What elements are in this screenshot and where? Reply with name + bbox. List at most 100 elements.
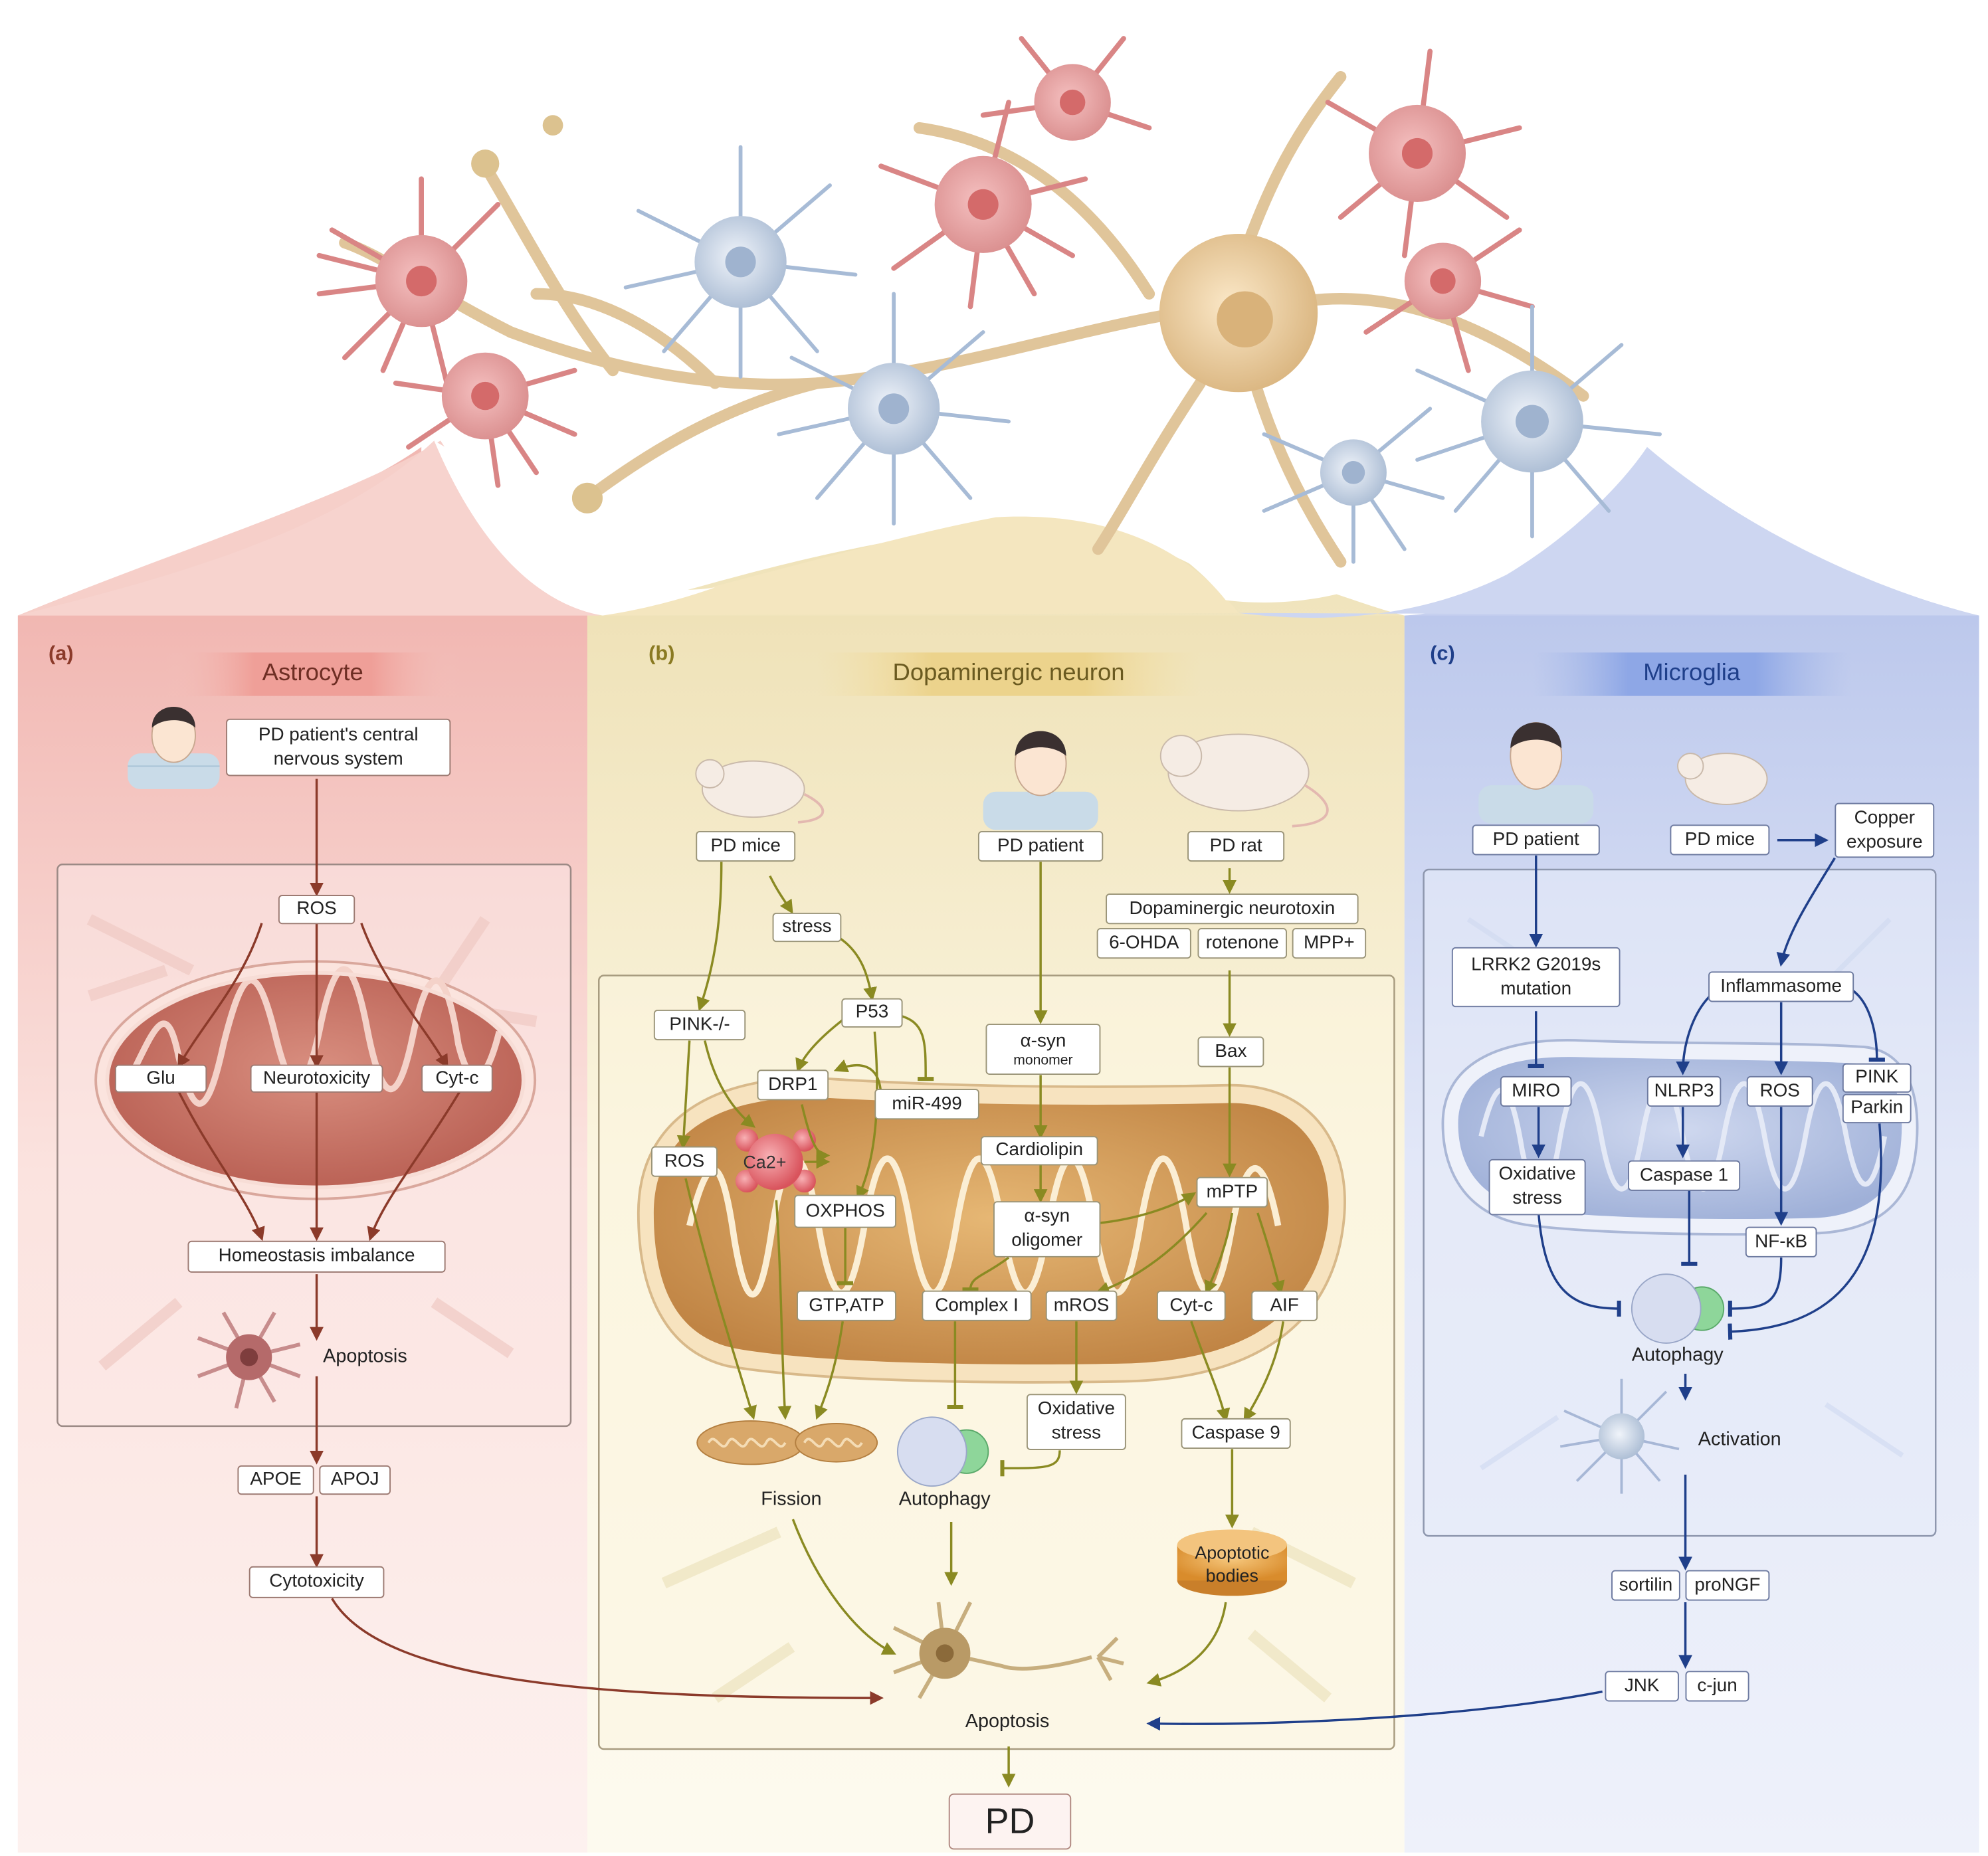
neuron-oxidative-stress-box: Oxidative stress [1026, 1394, 1126, 1450]
micro-oxidative-stress-box: Oxidative stress [1488, 1159, 1586, 1216]
neuron-asyn-oligomer-line1: α-syn [1024, 1206, 1070, 1227]
neuron-asyn-oligomer-box: α-syn oligomer [993, 1201, 1101, 1257]
patient-icon-astro [128, 706, 220, 789]
neuron-mros-box: mROS [1045, 1290, 1118, 1321]
micro-caspase1-box: Caspase 1 [1628, 1160, 1741, 1191]
neuron-pink-box: PINK-/- [653, 1009, 746, 1041]
astro-source-line2: nervous system [273, 749, 403, 769]
neuron-drp1-box: DRP1 [757, 1069, 829, 1101]
astro-neurotoxicity-box: Neurotoxicity [250, 1064, 383, 1093]
neuron-mir499-box: miR-499 [874, 1089, 979, 1120]
neuron-caspase9-box: Caspase 9 [1181, 1418, 1291, 1449]
autophagy-icon-micro [1631, 1273, 1725, 1344]
astro-apoptosis-label: Apoptosis [323, 1345, 407, 1368]
neuron-arrows [676, 862, 1285, 1788]
neuron-apoptotic-bodies-label: Apoptotic bodies [1185, 1540, 1279, 1587]
neuron-asyn-monomer-line1: α-syn [1020, 1030, 1066, 1052]
apoptotic-bodies-icon [1177, 1529, 1288, 1596]
rat-icon [1159, 733, 1329, 828]
micro-jnk-box: JNK [1605, 1671, 1679, 1702]
micro-sortilin-box: sortilin [1611, 1570, 1680, 1601]
astro-homeostasis-box: Homeostasis imbalance [187, 1240, 446, 1273]
neuron-mpp-box: MPP+ [1292, 928, 1367, 959]
micro-nlrp3-box: NLRP3 [1646, 1075, 1722, 1107]
micro-pd-patient-box: PD patient [1472, 824, 1600, 856]
panel-b-title: Dopaminergic neuron [892, 660, 1125, 687]
micro-parkin-box: Parkin [1842, 1093, 1912, 1124]
microglia-inhibitions [1528, 988, 1885, 1340]
neuron-p53-box: P53 [841, 998, 903, 1028]
micro-copper-box: Copper exposure [1835, 802, 1935, 858]
pd-outcome-box: PD [948, 1793, 1072, 1850]
micro-cjun-box: c-jun [1685, 1671, 1749, 1702]
neuron-bax-box: Bax [1197, 1036, 1264, 1067]
neuron-asyn-monomer-box: α-syn monomer [985, 1024, 1101, 1075]
neuron-apoptotic-bodies-line1: Apoptotic [1195, 1542, 1270, 1563]
astro-source-line1: PD patient's central [258, 724, 419, 745]
astro-cytotoxicity-box: Cytotoxicity [248, 1566, 385, 1598]
micro-pd-mice-box: PD mice [1670, 824, 1770, 856]
neuron-asyn-oligomer-line2: oligomer [1011, 1230, 1083, 1252]
astro-source-box: PD patient's central nervous system [226, 718, 451, 777]
neuron-fission-label: Fission [761, 1488, 822, 1511]
micro-autophagy-label: Autophagy [1631, 1344, 1724, 1366]
neuron-aif-box: AIF [1251, 1290, 1318, 1321]
astro-cytc-box: Cyt-c [421, 1064, 493, 1093]
cell-illustration [316, 36, 1662, 568]
panel-c-title: Microglia [1643, 660, 1741, 687]
astro-apoe-box: APOE [237, 1465, 314, 1495]
micro-pink-box: PINK [1842, 1063, 1912, 1093]
neuron-oxidative-stress-line1: Oxidative [1037, 1399, 1115, 1420]
apoptotic-astrocyte-icon [197, 1311, 301, 1409]
astro-apoj-box: APOJ [319, 1465, 391, 1495]
micro-inflammasome-box: Inflammasome [1708, 971, 1854, 1002]
apoptotic-neuron-icon [892, 1601, 1124, 1699]
neuron-toxin-box: Dopaminergic neurotoxin [1106, 893, 1359, 925]
astro-glu-box: Glu [114, 1064, 207, 1093]
micro-lrrk2-box: LRRK2 G2019s mutation [1451, 947, 1621, 1008]
panel-a-letter: (a) [49, 643, 74, 666]
micro-lrrk2-line1: LRRK2 G2019s [1471, 954, 1601, 975]
neuron-ros-box: ROS [651, 1146, 718, 1177]
neuron-apoptotic-bodies-line2: bodies [1205, 1565, 1258, 1586]
astrocyte-arrows [177, 779, 884, 1705]
neuron-asyn-monomer-line2: monomer [1013, 1054, 1073, 1069]
neuron-cytc-box: Cyt-c [1156, 1290, 1226, 1321]
patient-icon-micro [1478, 722, 1594, 824]
micro-ros-box: ROS [1746, 1075, 1813, 1107]
patient-icon-neuron [983, 731, 1098, 830]
neuron-pd-patient-box: PD patient [977, 830, 1104, 862]
micro-nfkb-box: NF-κB [1745, 1226, 1817, 1257]
neuron-gtpatp-box: GTP,ATP [797, 1290, 896, 1321]
neuron-stress-box: stress [772, 912, 842, 943]
micro-lrrk2-line2: mutation [1500, 978, 1572, 999]
neuron-pd-rat-box: PD rat [1187, 830, 1285, 862]
micro-oxidative-stress-line1: Oxidative [1498, 1164, 1576, 1185]
calcium-cluster-icon [735, 1129, 816, 1193]
micro-prongf-box: proNGF [1685, 1570, 1770, 1601]
neuron-inhibitions [837, 1014, 1061, 1477]
panel-c-letter: (c) [1430, 643, 1455, 666]
microglia-arrows [1146, 833, 1836, 1731]
panel-b-letter: (b) [648, 643, 675, 666]
micro-miro-box: MIRO [1500, 1075, 1572, 1107]
neuron-autophagy-label: Autophagy [898, 1488, 991, 1511]
autophagy-icon-neuron [896, 1416, 989, 1487]
neuron-complex1-box: Complex I [922, 1290, 1032, 1321]
micro-oxidative-stress-line2: stress [1512, 1188, 1562, 1209]
panel-a-title: Astrocyte [262, 660, 363, 687]
fission-icon [696, 1420, 878, 1465]
neuron-cardiolipin-box: Cardiolipin [980, 1136, 1098, 1166]
neuron-ca-label: Ca2+ [743, 1151, 787, 1172]
astro-ros-box: ROS [278, 895, 355, 925]
neuron-oxidative-stress-line2: stress [1051, 1423, 1102, 1444]
neuron-oxphos-box: OXPHOS [794, 1194, 896, 1228]
mouse-icon-micro [1677, 753, 1768, 805]
neuron-pd-mice-box: PD mice [696, 830, 796, 862]
neuron-mptp-box: mPTP [1196, 1176, 1268, 1208]
mouse-icon-neuron [695, 759, 825, 824]
neuron-apoptosis-label: Apoptosis [965, 1710, 1050, 1732]
micro-activation-label: Activation [1698, 1428, 1781, 1450]
